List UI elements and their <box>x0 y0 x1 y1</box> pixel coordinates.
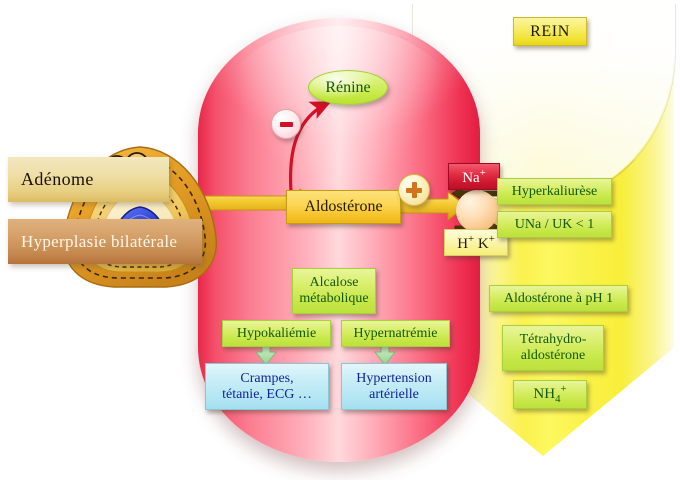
adenome-text: Adénome <box>21 169 94 189</box>
label-hyperplasie-bilaterale: Hyperplasie bilatérale <box>8 219 202 264</box>
hypernatremie-label: Hypernatrémie <box>353 325 438 341</box>
crampes-tetanie-ecg-node: Crampes, tétanie, ECG … <box>205 363 329 410</box>
hypertension-line2: artérielle <box>369 386 419 402</box>
potassium-symbol: K <box>477 235 489 252</box>
renine-node: Rénine <box>308 70 388 105</box>
alcalose-line2: métabolique <box>299 291 369 306</box>
hypertension-arterielle-node: Hypertension artérielle <box>341 363 447 410</box>
minus-sign-icon <box>271 109 301 139</box>
crampes-line2: tétanie, ECG … <box>222 386 312 402</box>
hyperplasie-text: Hyperplasie bilatérale <box>21 231 178 251</box>
aldosterone-ph1-label: Aldostérone à pH 1 <box>503 290 614 306</box>
ammonium-node: NH4+ <box>513 380 587 409</box>
plus-sign-icon <box>398 174 430 206</box>
tetrahydroaldosterone-node: Tétrahydro- aldostérone <box>502 325 604 371</box>
label-adenome: Adénome <box>8 157 169 202</box>
aldosterone-ph1-node: Aldostérone à pH 1 <box>489 285 628 312</box>
sodium-potassium-exchanger-icon <box>456 190 498 232</box>
hypernatremie-node: Hypernatrémie <box>341 320 450 347</box>
tetrahydro-line2: aldostérone <box>520 348 586 363</box>
alcalose-metabolique-node: Alcalose métabolique <box>292 268 376 314</box>
kidney-title: REIN <box>513 17 587 46</box>
alcalose-line1: Alcalose <box>309 275 359 291</box>
una-uk-ratio-node: UNa / UK < 1 <box>497 211 612 238</box>
ammonium-charge: + <box>560 383 567 396</box>
hypokaliemie-label: Hypokaliémie <box>236 325 317 341</box>
proton-symbol: H <box>457 235 469 252</box>
proton-charge: + <box>468 232 475 245</box>
una-uk-label: UNa / UK < 1 <box>514 216 595 232</box>
hypokaliemie-node: Hypokaliémie <box>222 320 331 347</box>
sodium-symbol: Na <box>462 169 480 186</box>
minus-bar <box>279 121 293 127</box>
renine-label: Rénine <box>325 78 371 96</box>
aldosterone-node: Aldostérone <box>286 190 401 224</box>
rein-label: REIN <box>530 22 570 40</box>
crampes-line1: Crampes, <box>240 370 294 386</box>
ammonium-subscript: 4 <box>555 393 561 406</box>
potassium-charge: + <box>488 232 495 245</box>
hyperkaliurese-label: Hyperkaliurèse <box>511 183 598 199</box>
hyperkaliurese-node: Hyperkaliurèse <box>497 178 612 205</box>
aldosterone-label: Aldostérone <box>304 198 383 216</box>
sodium-node: Na+ <box>448 163 500 190</box>
tetrahydro-line1: Tétrahydro- <box>519 332 587 348</box>
proton-potassium-node: H+ K+ <box>444 229 508 256</box>
sodium-charge: + <box>479 166 486 179</box>
plus-bars <box>406 182 422 198</box>
hypertension-line1: Hypertension <box>356 370 432 386</box>
ammonium-base: NH <box>533 386 556 403</box>
